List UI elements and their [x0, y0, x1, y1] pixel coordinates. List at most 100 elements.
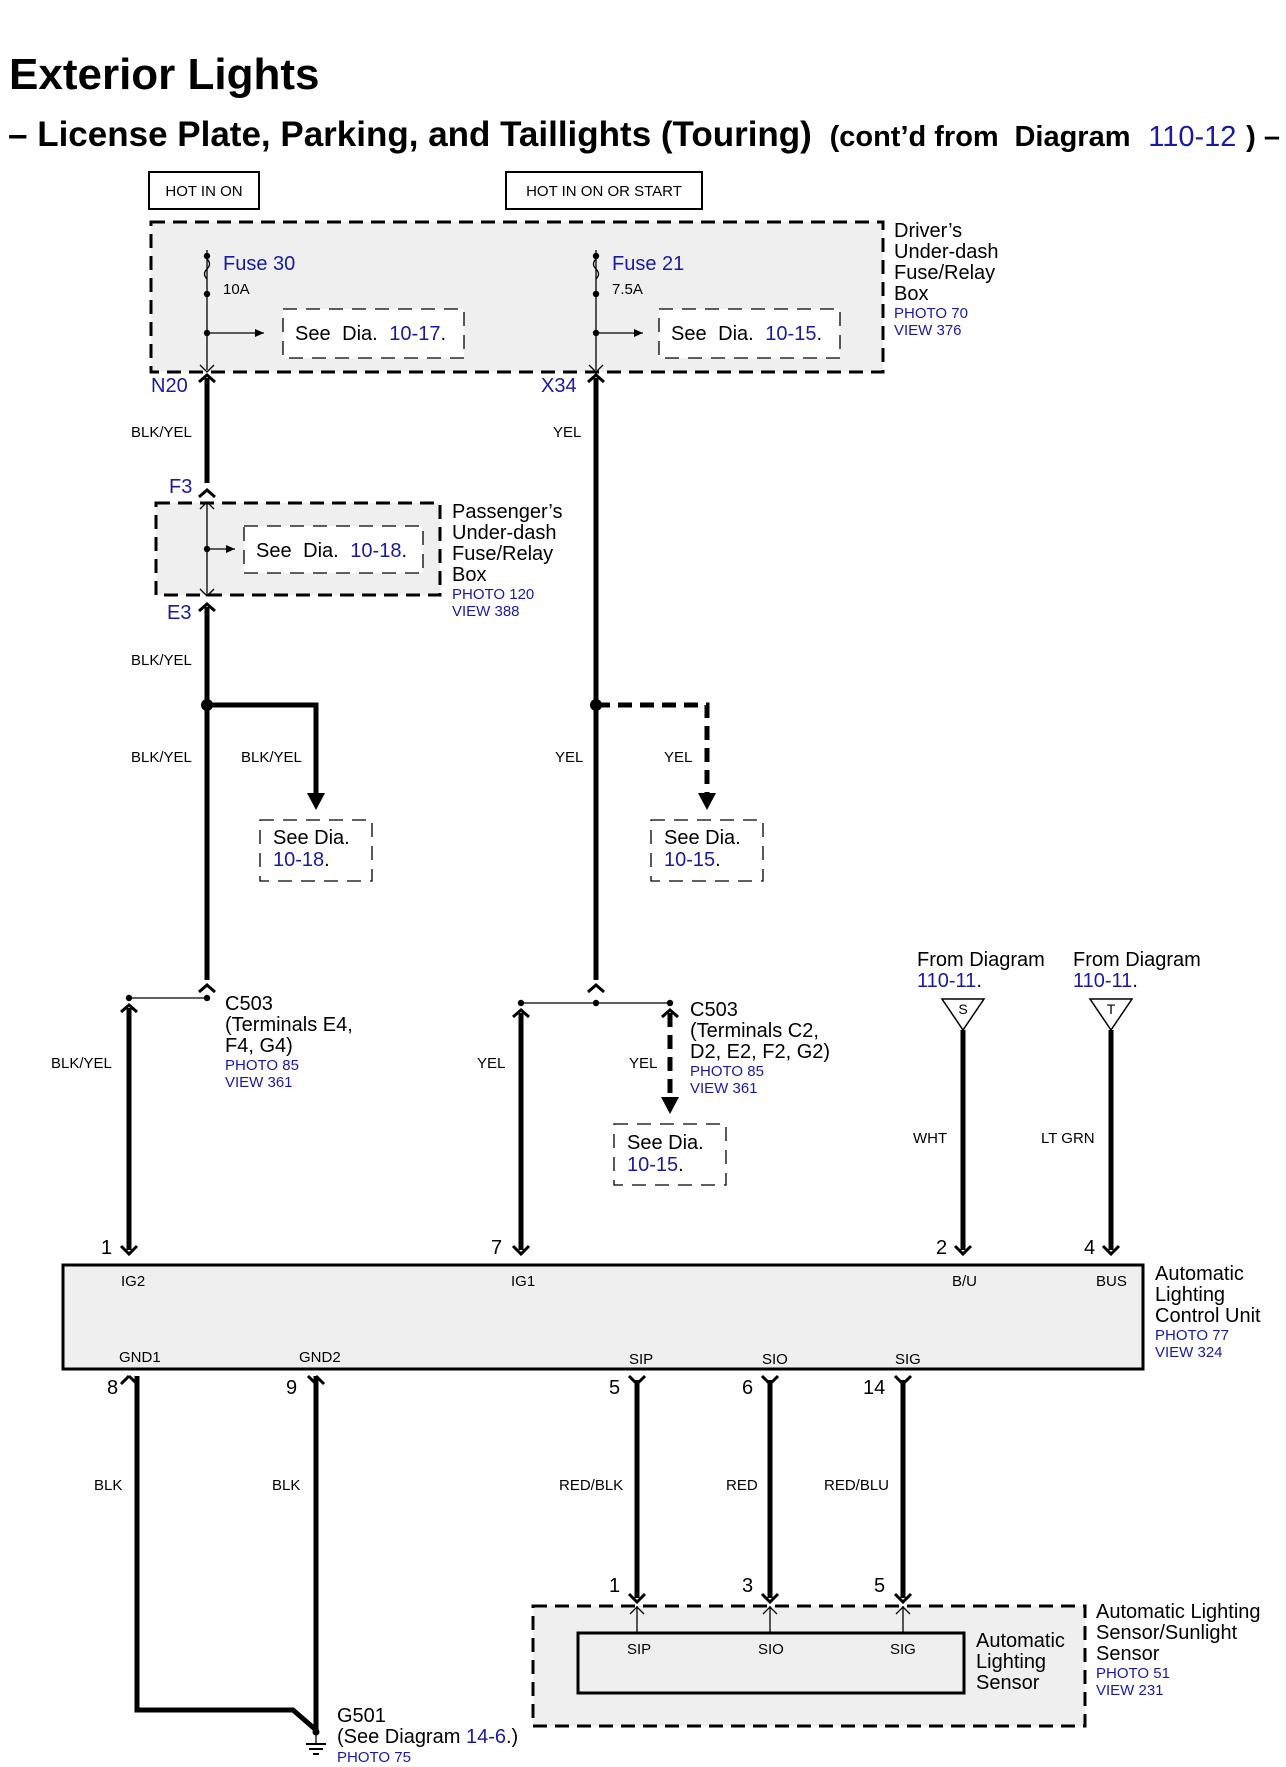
hot-in-on-box: [148, 171, 260, 210]
wire-label-yel-1: YEL: [553, 424, 581, 441]
fuse-30-icon: [203, 258, 211, 280]
page-subtitle: – License Plate, Parking, and Taillights…: [8, 115, 1280, 154]
wire-label-wht: WHT: [913, 1130, 947, 1147]
ground-icon: [306, 1732, 326, 1755]
pin-sig-unit: SIG: [895, 1351, 921, 1368]
c503-right-photo: PHOTO 85: [690, 1063, 764, 1080]
see-dia-10-15-c-line2[interactable]: 10-15.: [627, 1154, 684, 1176]
sensor-inner-label: Automatic Lighting Sensor: [976, 1630, 1071, 1694]
connector-t-icon: [1088, 998, 1134, 1032]
pin-ig1: IG1: [511, 1273, 535, 1290]
pin-7-number: 7: [491, 1237, 502, 1259]
wire-label-blk-yel-4: BLK/YEL: [51, 1055, 112, 1072]
sensor-view: VIEW 231: [1096, 1682, 1164, 1699]
control-unit-photo: PHOTO 77: [1155, 1327, 1229, 1344]
automatic-lighting-sensor: [576, 1631, 966, 1695]
pin-9-number: 9: [286, 1377, 297, 1399]
drivers-box-photo: PHOTO 70: [894, 305, 968, 322]
drivers-box-label: Driver’s Under-dash Fuse/Relay Box: [894, 220, 1004, 305]
pin-x34: X34: [541, 375, 577, 397]
pin-5-number: 5: [609, 1377, 620, 1399]
wire-label-yel-branch: YEL: [664, 749, 692, 766]
pin-bus: BUS: [1096, 1273, 1127, 1290]
see-dia-10-15-box-a: [658, 308, 841, 359]
sensor-pin-sip: SIP: [627, 1641, 651, 1658]
control-unit-view: VIEW 324: [1155, 1344, 1223, 1361]
see-dia-10-18-b-line1[interactable]: See Dia.: [273, 827, 350, 849]
pin-14-number: 14: [863, 1377, 885, 1399]
pin-e3: E3: [167, 602, 191, 624]
sensor-pin-3-number: 3: [742, 1575, 753, 1597]
pin-f3: F3: [169, 476, 192, 498]
pin-b-u: B/U: [952, 1273, 977, 1290]
connector-s-icon: [940, 998, 986, 1032]
pin-ig2: IG2: [121, 1273, 145, 1290]
wire-label-blk-yel-1: BLK/YEL: [131, 424, 192, 441]
from-diagram-t-ref[interactable]: 110-11.: [1073, 970, 1138, 992]
passengers-box-label: Passenger’s Under-dash Fuse/Relay Box: [452, 501, 568, 586]
wire-label-red: RED: [726, 1477, 758, 1494]
see-dia-10-15-a[interactable]: See Dia. 10-15.: [671, 323, 822, 345]
wire-label-blk-yel-branch: BLK/YEL: [241, 749, 302, 766]
wire-label-yel-2: YEL: [555, 749, 583, 766]
ground-name: G501: [337, 1705, 386, 1727]
wire-label-yel-3: YEL: [477, 1055, 505, 1072]
pin-gnd2: GND2: [299, 1349, 341, 1366]
control-unit-label: Automatic Lighting Control Unit: [1155, 1263, 1261, 1327]
hot-in-on-or-start-label: HOT IN ON OR START: [526, 183, 682, 200]
fuse-30-rating: 10A: [223, 281, 250, 298]
wire-label-blk-2: BLK: [272, 1477, 300, 1494]
passengers-box-view: VIEW 388: [452, 603, 520, 620]
see-dia-10-15-b-line2[interactable]: 10-15.: [664, 849, 721, 871]
wire-label-blk-1: BLK: [94, 1477, 122, 1494]
pin-2-number: 2: [936, 1237, 947, 1259]
sensor-outer-label: Automatic Lighting Sensor/Sunlight Senso…: [1096, 1601, 1266, 1665]
fuse-21-icon: [592, 258, 600, 280]
see-dia-10-18-box-b: [259, 819, 373, 882]
sensor-photo: PHOTO 51: [1096, 1665, 1170, 1682]
automatic-lighting-control-unit: [61, 1263, 1145, 1371]
wire-label-yel-4: YEL: [629, 1055, 657, 1072]
wire-label-lt-grn: LT GRN: [1041, 1130, 1095, 1147]
fuse-21-rating: 7.5A: [612, 281, 643, 298]
fuse-21-label: Fuse 21: [612, 253, 684, 275]
see-dia-10-18-box-a: [243, 525, 424, 574]
wire-blk-1: [134, 1376, 318, 1732]
see-dia-10-15-box-b: [650, 819, 764, 882]
pin-sio-unit: SIO: [762, 1351, 788, 1368]
sensor-pin-1-number: 1: [609, 1575, 620, 1597]
ground-see-diagram[interactable]: (See Diagram 14-6.): [337, 1726, 518, 1748]
c503-right-label: C503 (Terminals C2, D2, E2, F2, G2): [690, 999, 830, 1063]
hot-in-on-or-start-box: [505, 171, 703, 210]
see-dia-10-17[interactable]: See Dia. 10-17.: [295, 323, 446, 345]
from-diagram-s-ref[interactable]: 110-11.: [917, 970, 982, 992]
wire-label-blk-yel-2: BLK/YEL: [131, 652, 192, 669]
from-diagram-t-label: From Diagram: [1073, 949, 1201, 971]
pin-n20: N20: [151, 375, 188, 397]
hot-in-on-label: HOT IN ON: [165, 183, 242, 200]
wire-blk-yel-branch: [207, 702, 319, 795]
c503-left-label: C503 (Terminals E4, F4, G4): [225, 993, 358, 1057]
page-title: Exterior Lights: [9, 50, 320, 99]
connector-t-letter: T: [1107, 1001, 1116, 1017]
c503-right-view: VIEW 361: [690, 1080, 758, 1097]
from-diagram-s-label: From Diagram: [917, 949, 1045, 971]
sensor-pin-sig: SIG: [890, 1641, 916, 1658]
pin-8-number: 8: [107, 1377, 118, 1399]
pin-sip-unit: SIP: [629, 1351, 653, 1368]
see-dia-10-15-c-line1[interactable]: See Dia.: [627, 1132, 704, 1154]
passengers-box-photo: PHOTO 120: [452, 586, 534, 603]
pin-gnd1: GND1: [119, 1349, 161, 1366]
see-dia-10-17-box: [282, 308, 465, 359]
c503-left-photo: PHOTO 85: [225, 1057, 299, 1074]
see-dia-10-18-a[interactable]: See Dia. 10-18.: [256, 540, 407, 562]
drivers-box-view: VIEW 376: [894, 322, 962, 339]
sensor-pin-sio: SIO: [758, 1641, 784, 1658]
fuse-30-label: Fuse 30: [223, 253, 295, 275]
see-dia-10-18-b-line2[interactable]: 10-18.: [273, 849, 330, 871]
see-dia-10-15-b-line1[interactable]: See Dia.: [664, 827, 741, 849]
wire-label-red-blk: RED/BLK: [559, 1477, 623, 1494]
wire-yel-branch: [596, 702, 710, 795]
connector-s-letter: S: [958, 1001, 967, 1017]
